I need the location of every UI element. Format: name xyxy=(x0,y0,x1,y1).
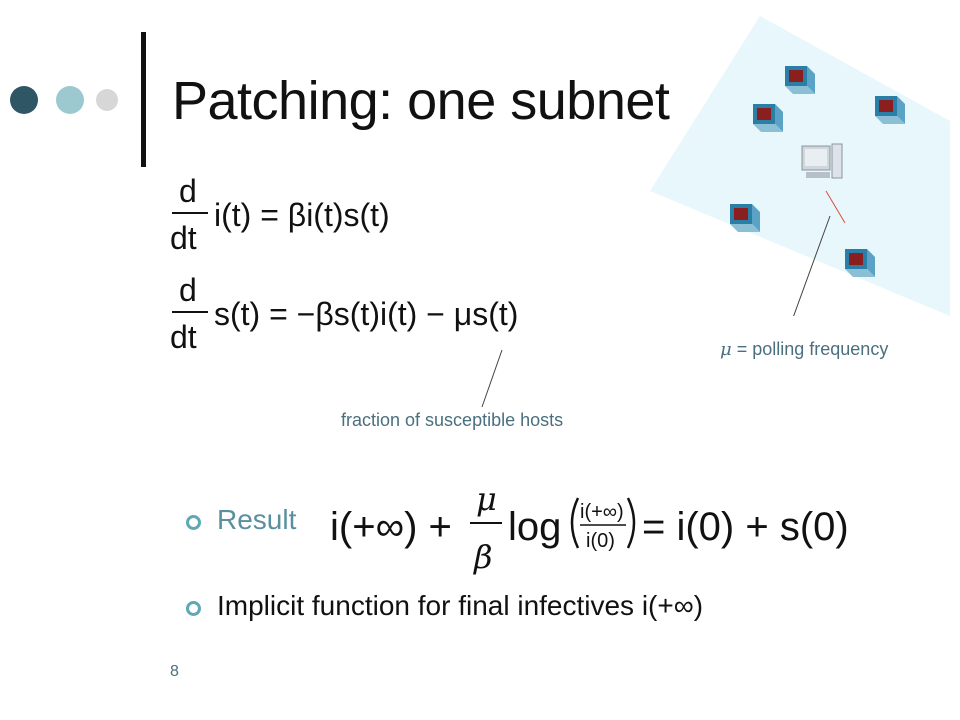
slide-title: Patching: one subnet xyxy=(172,71,670,131)
formula-lhs: i(+∞) + xyxy=(330,505,452,549)
host-icon xyxy=(730,204,760,232)
dot-light-icon xyxy=(96,89,118,111)
subnet-plane xyxy=(650,16,950,316)
title-divider xyxy=(141,32,146,167)
equation-body: s(t) = −βs(t)i(t) − μs(t) xyxy=(214,296,518,332)
host-icon xyxy=(785,66,815,94)
ring-bullet-icon xyxy=(186,515,201,530)
title-dots-decoration xyxy=(10,86,125,116)
beta-symbol: β xyxy=(473,538,493,576)
infinity-symbol: ∞ xyxy=(673,590,694,621)
equation-ds-dt: d dt s(t) = −βs(t)i(t) − μs(t) xyxy=(170,272,518,355)
subnet-network-illustration xyxy=(650,16,950,316)
inner-denominator: i(0) xyxy=(586,530,615,552)
fraction-denominator: dt xyxy=(170,220,197,256)
formula-rhs: = i(0) + s(0) xyxy=(642,505,849,549)
fraction-numerator: d xyxy=(179,173,197,209)
inner-numerator: i(+∞) xyxy=(580,501,624,523)
fraction-numerator: d xyxy=(179,272,197,308)
susceptible-pointer xyxy=(481,349,503,408)
implicit-close: ) xyxy=(693,590,704,621)
susceptible-annotation: fraction of susceptible hosts xyxy=(341,410,564,430)
slide-number: 8 xyxy=(170,663,179,680)
polling-label: = polling frequency xyxy=(736,339,889,359)
implicit-text: Implicit function for final infectives i… xyxy=(217,590,703,622)
implicit-text-main: Implicit function for final infectives i… xyxy=(217,590,674,621)
equation-di-dt: d dt i(t) = βi(t)s(t) xyxy=(170,173,390,256)
desktop-computer-icon xyxy=(801,143,843,179)
dot-dark-icon xyxy=(10,86,38,114)
polling-annotation: μ = polling frequency xyxy=(720,339,888,360)
pointer-line-red xyxy=(825,190,846,224)
ode-equations: d dt i(t) = βi(t)s(t) d dt s(t) = −βs(t)… xyxy=(170,173,518,355)
mu-symbol: μ xyxy=(476,480,497,518)
mu-symbol: μ xyxy=(720,339,732,360)
host-icon xyxy=(753,104,783,132)
host-icon xyxy=(875,96,905,124)
dot-mid-icon xyxy=(56,86,84,114)
result-formula: i(+∞) + μ β log i(+∞) i(0) = i(0) + s(0) xyxy=(330,480,849,576)
log-function: log xyxy=(508,505,561,549)
host-icon xyxy=(845,249,875,277)
fraction-denominator: dt xyxy=(170,319,197,355)
result-label: Result xyxy=(217,504,297,535)
ring-bullet-icon xyxy=(186,601,201,616)
pointer-line xyxy=(793,215,831,316)
equation-body: i(t) = βi(t)s(t) xyxy=(214,197,390,233)
